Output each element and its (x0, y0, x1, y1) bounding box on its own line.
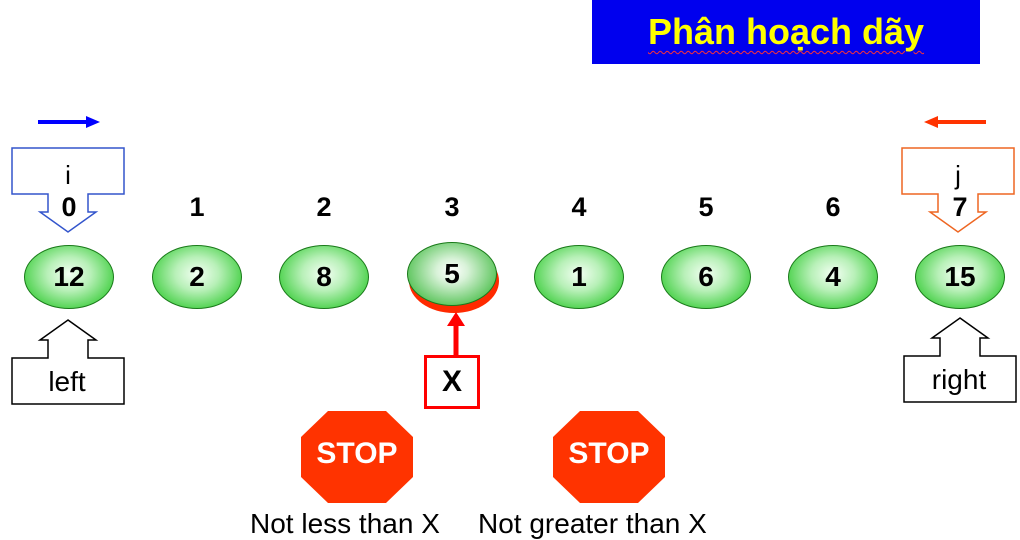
array-element-5: 6 (661, 245, 751, 309)
index-3: 3 (444, 192, 460, 222)
index-6: 6 (825, 192, 841, 222)
j-direction-arrow-icon (924, 116, 986, 128)
page-title: Phân hoạch dãy (647, 11, 925, 52)
caption-left: Not less than X (250, 508, 440, 539)
index-1: 1 (189, 192, 205, 222)
i-pointer-callout (11, 147, 125, 233)
right-pointer-callout (903, 317, 1017, 403)
left-label: left (48, 366, 86, 397)
array-element-3-pivot: 5 (407, 242, 497, 306)
index-5: 5 (698, 192, 714, 222)
array-element-7: 15 (915, 245, 1005, 309)
array-element-4: 1 (534, 245, 624, 309)
left-pointer-callout (11, 319, 125, 405)
i-direction-arrow-icon (38, 116, 100, 128)
index-2: 2 (316, 192, 332, 222)
array-element-6: 4 (788, 245, 878, 309)
pivot-label: X (441, 365, 462, 398)
right-label: right (931, 364, 987, 395)
index-7: 7 (952, 192, 968, 222)
stop-sign-left-text: STOP (316, 437, 398, 470)
j-pointer-callout (901, 147, 1015, 233)
pivot-arrow-icon (447, 312, 465, 356)
stop-sign-left-icon (301, 411, 413, 503)
array-element-1: 2 (152, 245, 242, 309)
array-element-2: 8 (279, 245, 369, 309)
stop-sign-right-text: STOP (568, 437, 650, 470)
index-0: 0 (61, 192, 77, 222)
j-label: j (955, 160, 961, 190)
pivot-label-box: X (424, 355, 480, 409)
array-element-0: 12 (24, 245, 114, 309)
index-4: 4 (571, 192, 587, 222)
stop-sign-right-icon (553, 411, 665, 503)
caption-right: Not greater than X (478, 508, 707, 539)
i-label: i (65, 160, 71, 190)
title-banner: Phân hoạch dãy (592, 0, 980, 64)
